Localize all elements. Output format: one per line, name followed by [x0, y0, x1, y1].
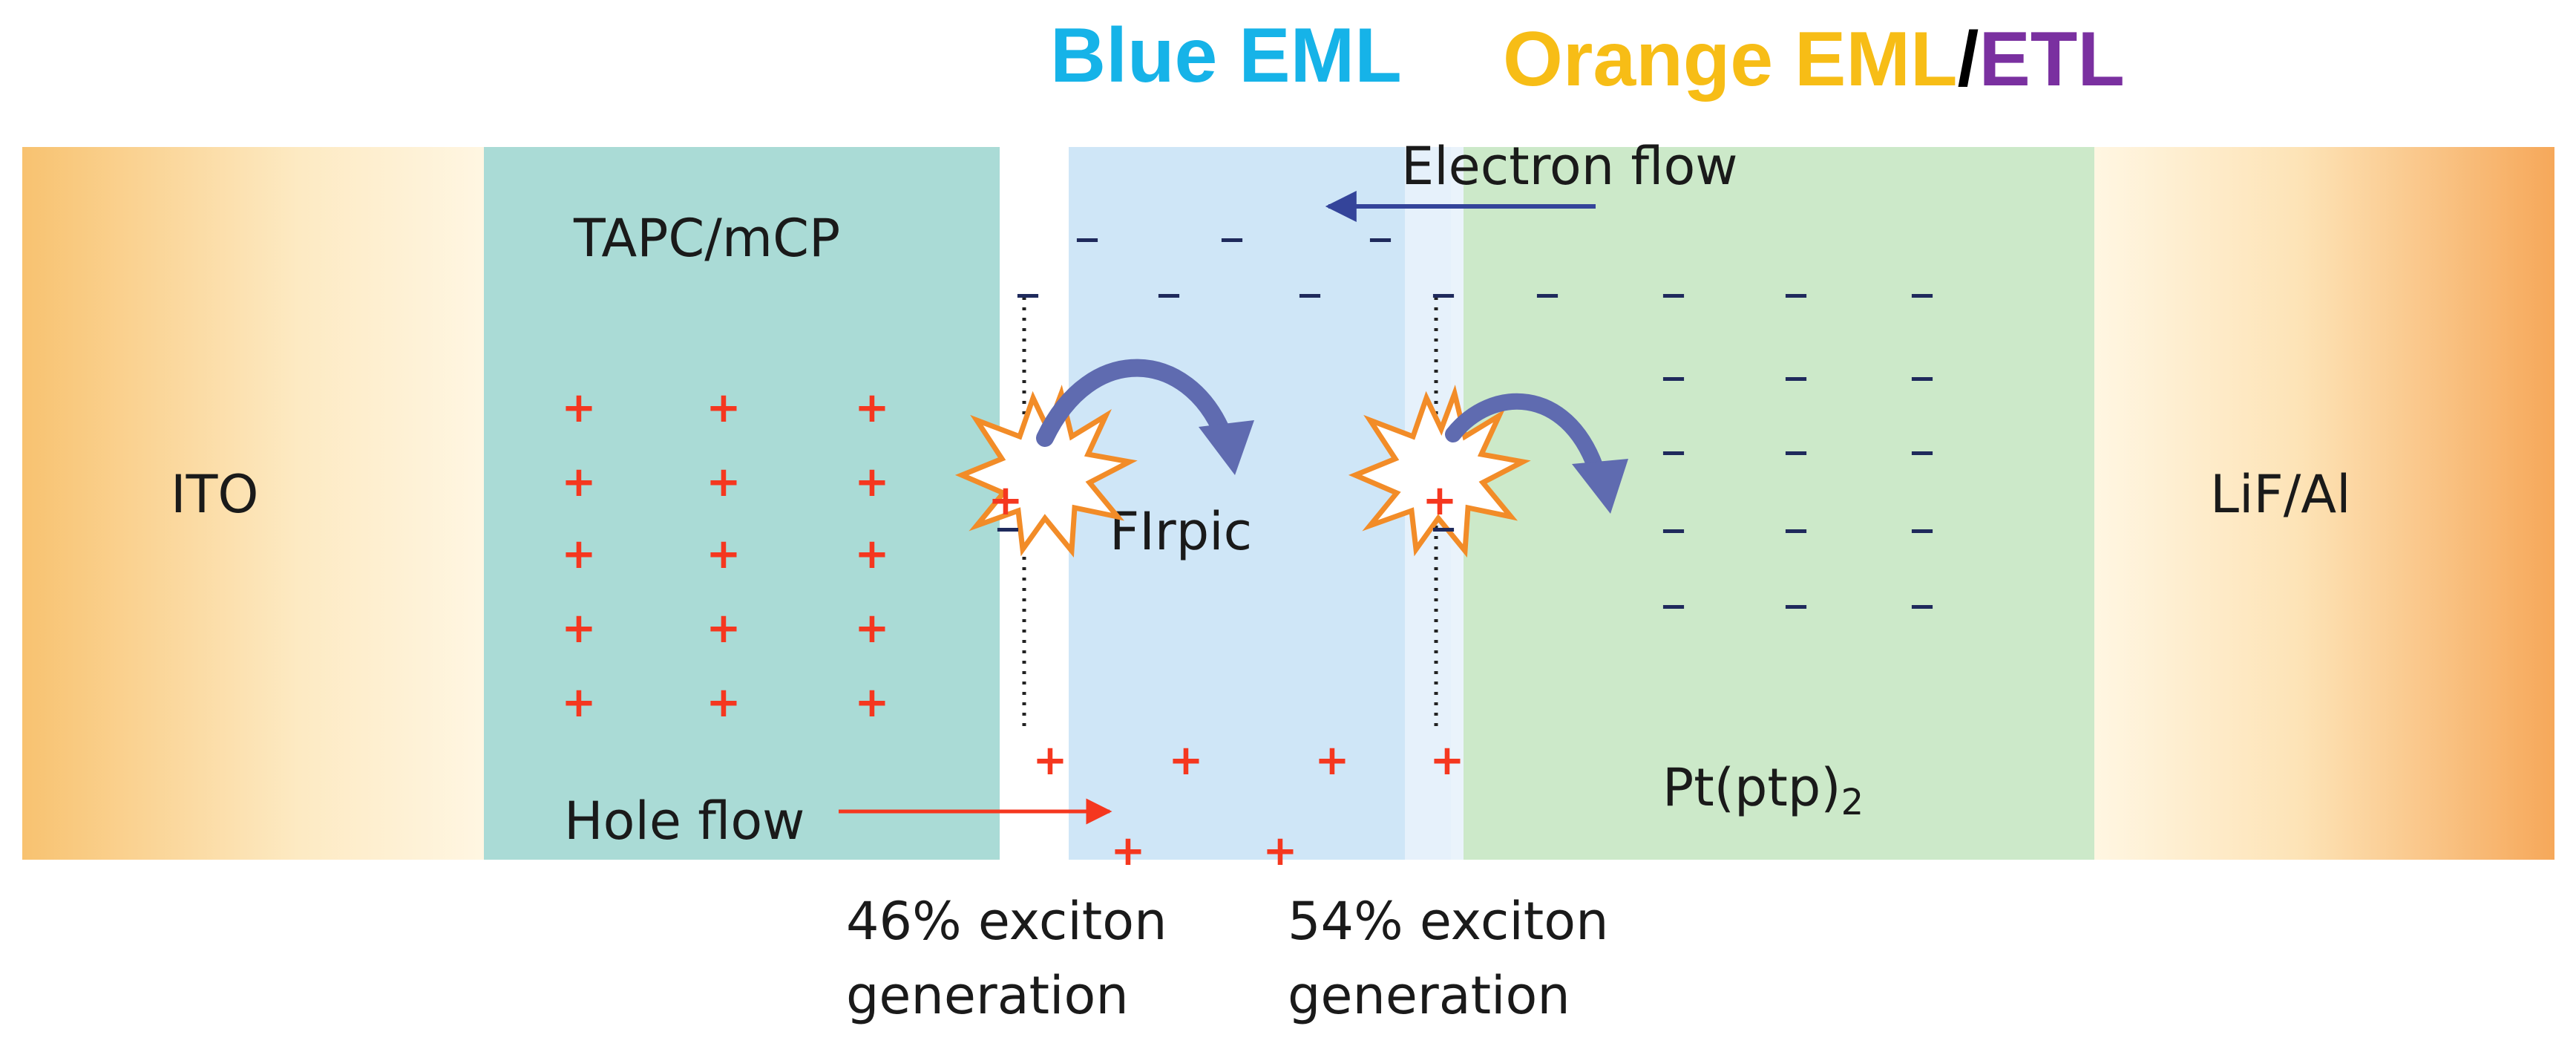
hole-marker: + [707, 384, 741, 432]
electron-marker: – [1431, 262, 1457, 323]
pt-ptp2-subscript: 2 [1841, 782, 1864, 823]
hole-marker: + [562, 679, 597, 727]
right-exciton-burst [1348, 385, 1531, 558]
electron-marker: – [1783, 573, 1809, 634]
heading-slash: / [1958, 16, 1979, 102]
electron-marker: – [1219, 206, 1245, 267]
hole-marker: + [1033, 736, 1068, 785]
electron-marker: – [1910, 345, 1936, 406]
hole-marker: + [855, 458, 890, 506]
hole-marker: + [707, 530, 741, 578]
etl-label: ETL [1979, 16, 2124, 102]
right-transfer-arrow [1445, 393, 1604, 476]
electron-marker: – [1783, 262, 1809, 323]
electron-marker: – [1535, 262, 1561, 323]
electron-marker: – [995, 496, 1021, 557]
electron-marker: – [1297, 262, 1323, 323]
hole-marker: + [562, 604, 597, 653]
hole-marker: + [562, 530, 597, 578]
hole-marker: + [562, 384, 597, 432]
pt-ptp2-main: Pt(ptp) [1662, 757, 1841, 818]
left-transfer-arrow [1036, 359, 1232, 447]
electron-marker: – [1661, 573, 1687, 634]
left-transfer-arrowhead [1199, 420, 1254, 475]
cathode-layer [2094, 147, 2554, 860]
electron-marker: – [1661, 345, 1687, 406]
hole-marker: + [1169, 736, 1204, 785]
electron-marker: – [1910, 419, 1936, 480]
right-transfer-arrowhead [1572, 459, 1628, 514]
electron-marker: – [1075, 206, 1101, 267]
exciton-right-generation: generation [1288, 965, 1570, 1026]
electron-marker: – [1910, 497, 1936, 558]
hole-marker: + [855, 679, 890, 727]
electron-marker: – [1783, 345, 1809, 406]
electron-marker: – [1661, 419, 1687, 480]
electron-marker: – [1910, 573, 1936, 634]
electron-marker: – [1015, 262, 1041, 323]
cathode-label: LiF/Al [2210, 464, 2351, 525]
hole-marker: + [1423, 477, 1458, 525]
electron-marker: – [1783, 419, 1809, 480]
hole-marker: + [1111, 827, 1146, 875]
firpic-label: FIrpic [1110, 501, 1252, 562]
left-exciton-burst [954, 385, 1138, 558]
hole-marker: + [855, 530, 890, 578]
electron-flow-label: Electron flow [1401, 136, 1738, 197]
exciton-left-generation: generation [846, 965, 1129, 1026]
hole-marker: + [1430, 736, 1465, 785]
electron-marker: – [1661, 262, 1687, 323]
orange-eml-heading: Orange EML/ETL [1503, 16, 2125, 102]
hole-marker: + [707, 458, 741, 506]
hole-marker: + [989, 477, 1023, 525]
htl-layer [484, 147, 1000, 860]
hole-markers: + + + + + + + + + + + + + + + + + + + + + + + [562, 384, 1465, 875]
electron-marker: – [1661, 497, 1687, 558]
blue-eml-heading: Blue EML [1050, 13, 1402, 99]
hole-marker: + [1315, 736, 1350, 785]
electron-markers: ––––––––––––––––––––––––– [995, 206, 1936, 634]
electron-marker: – [1368, 206, 1394, 267]
orange-eml-etl-layer [1464, 147, 2094, 860]
electron-marker: – [1783, 497, 1809, 558]
hole-marker: + [855, 384, 890, 432]
exciton-left-percent: 46% exciton [846, 891, 1167, 952]
hole-marker: + [855, 604, 890, 653]
hole-marker: + [562, 458, 597, 506]
electron-marker: – [1156, 262, 1182, 323]
htl-label: TAPC/mCP [573, 208, 840, 269]
hole-marker: + [1263, 827, 1298, 875]
electron-marker: – [1910, 262, 1936, 323]
ito-label: ITO [171, 464, 259, 525]
electron-marker: – [1431, 496, 1457, 557]
hole-marker: + [707, 604, 741, 653]
orange-eml-label: Orange EML [1503, 16, 1958, 102]
exciton-right-percent: 54% exciton [1288, 891, 1608, 952]
hole-marker: + [707, 679, 741, 727]
pt-ptp2-label: Pt(ptp)2 [1662, 757, 1864, 823]
hole-flow-label: Hole flow [564, 791, 804, 852]
ito-layer [22, 147, 484, 860]
